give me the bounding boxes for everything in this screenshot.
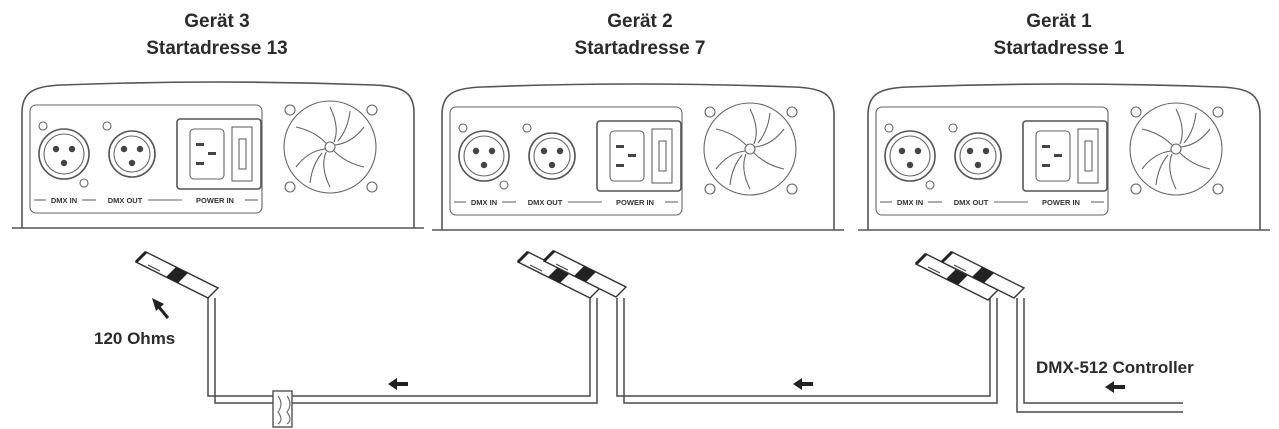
device-2-power-in-label: POWER IN [616, 198, 654, 207]
device-3-dmx-in-label: DMX IN [51, 196, 77, 205]
device-3-power-in-label: POWER IN [196, 196, 234, 205]
device-1: Gerät 1 Startadresse 1 DMX IN DMX OUT PO… [857, 11, 1271, 231]
terminator-label: 120 Ohms [94, 329, 175, 348]
device-1-dmx-out-label: DMX OUT [954, 198, 989, 207]
device-2-panel: DMX IN DMX OUT POWER IN [431, 83, 845, 231]
device-3: Gerät 3 Startadresse 13 DMX IN DMX OUT P… [11, 11, 425, 229]
terminator-pointer-arrow-icon [152, 298, 170, 319]
device-1-name: Gerät 1 [1026, 11, 1092, 32]
flow-arrow-left-icon [1105, 381, 1125, 393]
device-1-dmx-in-label: DMX IN [897, 198, 923, 207]
device-2-name: Gerät 2 [607, 11, 672, 32]
device-3-dmx-out-label: DMX OUT [108, 196, 143, 205]
device-3-name: Gerät 3 [184, 11, 249, 32]
terminator-plug [134, 250, 220, 300]
device-3-address: Startadresse 13 [146, 38, 288, 59]
flow-arrow-left-icon [793, 378, 813, 390]
dmx-cable [207, 298, 1183, 428]
device-1-address: Startadresse 1 [994, 38, 1125, 59]
device-2-dmx-in-label: DMX IN [471, 198, 497, 207]
device-3-panel: DMX IN DMX OUT POWER IN [11, 81, 425, 229]
flow-arrow-left-icon [388, 378, 408, 390]
cable-splice [272, 390, 293, 428]
device-1-power-in-label: POWER IN [1042, 198, 1080, 207]
device-2-address: Startadresse 7 [575, 38, 706, 59]
device-2: Gerät 2 Startadresse 7 DMX IN DMX OUT PO… [431, 11, 845, 231]
device-1-panel: DMX IN DMX OUT POWER IN [857, 83, 1271, 231]
device-2-dmx-out-label: DMX OUT [528, 198, 563, 207]
controller-label: DMX-512 Controller [1036, 358, 1194, 377]
